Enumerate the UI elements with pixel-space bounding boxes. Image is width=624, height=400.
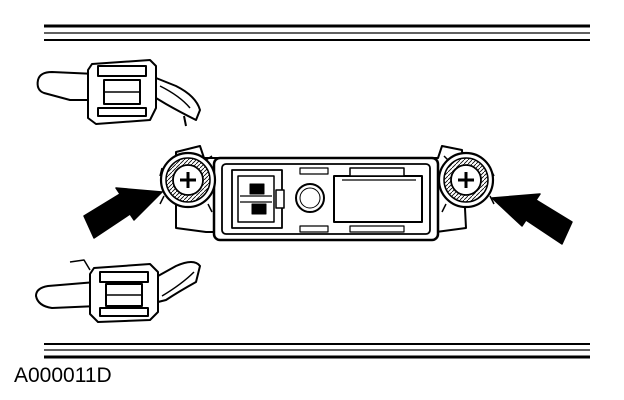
upper-clip-view	[36, 59, 201, 127]
right-screw	[437, 151, 495, 213]
left-screw	[159, 151, 217, 213]
module-assembly	[175, 145, 467, 242]
lower-clip-view	[35, 259, 201, 323]
top-rule	[44, 24, 590, 41]
right-arrow	[491, 193, 573, 245]
figure-caption: A000011D	[14, 364, 112, 387]
left-arrow	[83, 187, 163, 239]
bottom-rule	[44, 343, 590, 359]
